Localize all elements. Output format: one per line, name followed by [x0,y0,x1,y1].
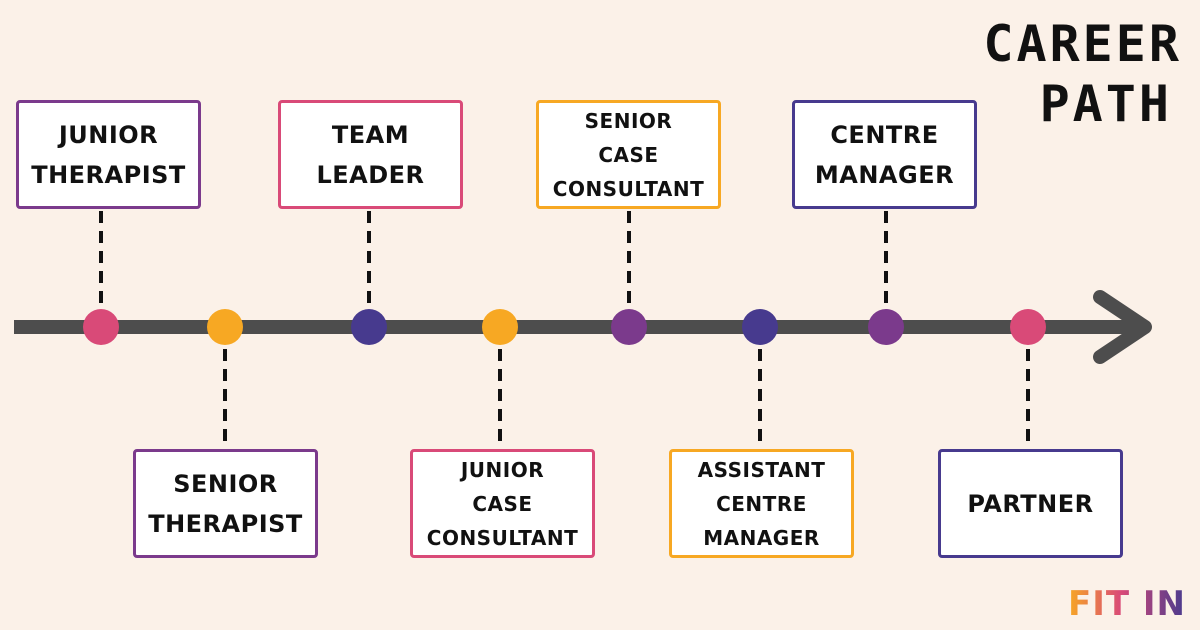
milestone-dot-senior-therapist [207,309,243,345]
milestone-dot-partner [1010,309,1046,345]
brand-logo: FIT IN [1067,584,1186,624]
milestone-dot-junior-therapist [83,309,119,345]
stage-box-junior-case-consultant: Junior Case Consultant [410,449,595,558]
milestone-dot-team-leader [351,309,387,345]
page-title: CAREER PATH [882,14,1182,134]
connector-lines [99,211,1030,447]
stage-box-centre-manager: Centre Manager [792,100,977,209]
title-line-1: CAREER [983,15,1182,73]
timeline-arrow-head [1093,290,1152,364]
stage-box-team-leader: Team Leader [278,100,463,209]
milestone-dot-centre-manager [868,309,904,345]
stage-box-senior-case-consultant: Senior Case Consultant [536,100,721,209]
milestone-dot-senior-case-consultant [611,309,647,345]
milestone-dots [83,309,1046,345]
title-line-2: PATH [1039,75,1172,133]
milestone-dot-assistant-centre-manager [742,309,778,345]
stage-box-partner: Partner [938,449,1123,558]
milestone-dot-junior-case-consultant [482,309,518,345]
stage-box-junior-therapist: Junior Therapist [16,100,201,209]
stage-box-senior-therapist: Senior Therapist [133,449,318,558]
stage-box-assistant-centre-manager: Assistant Centre Manager [669,449,854,558]
